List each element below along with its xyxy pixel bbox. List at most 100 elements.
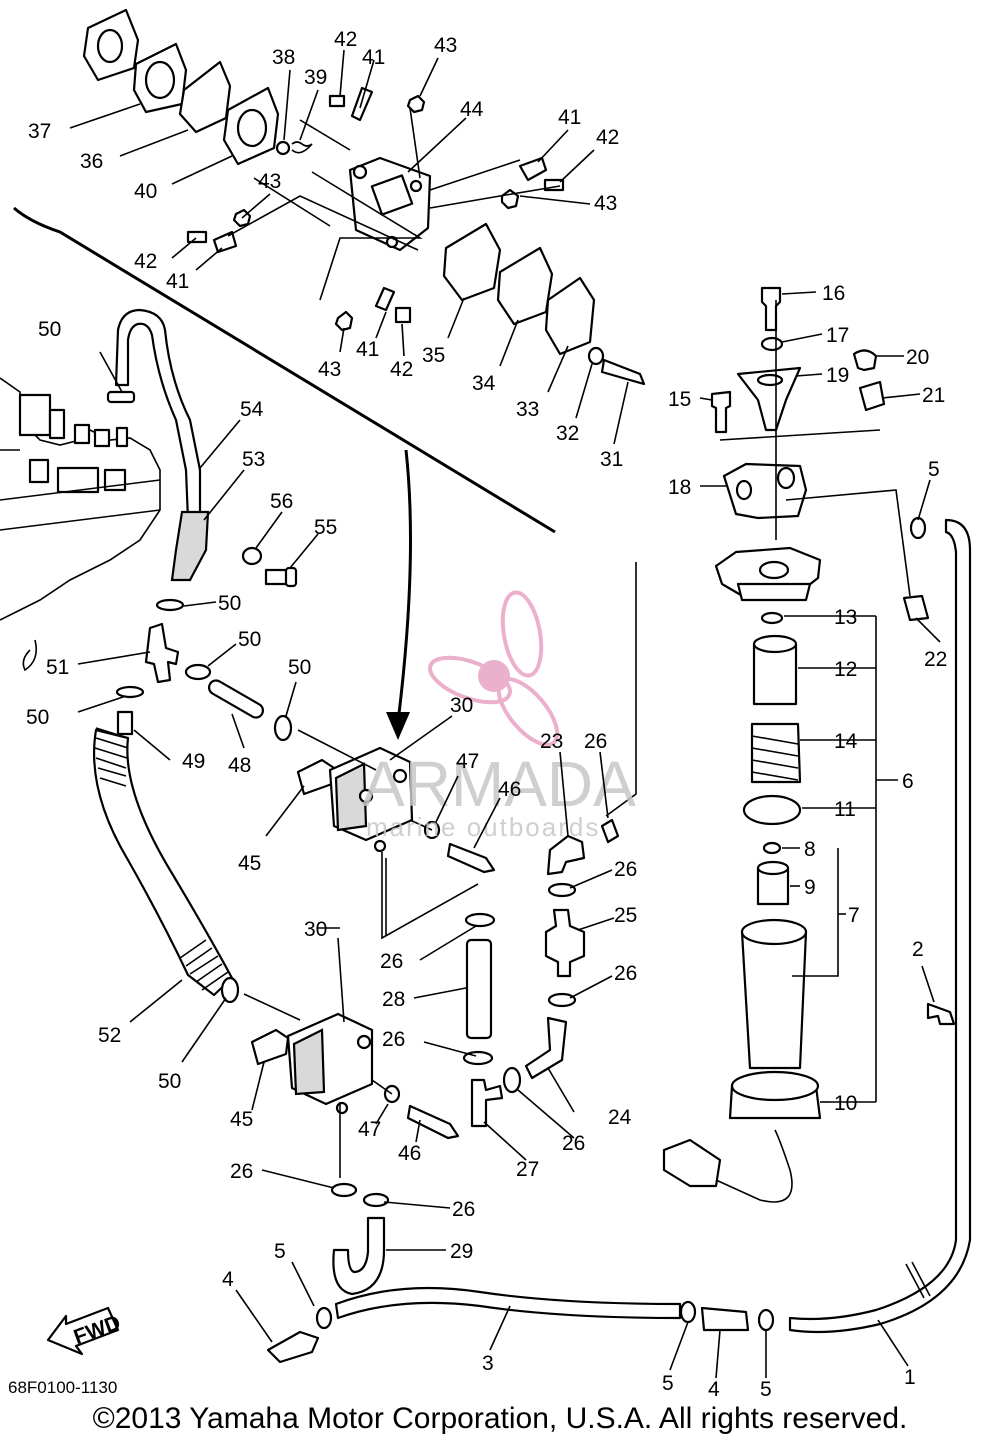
bolt-55 — [264, 566, 298, 588]
callout-42: 42 — [596, 126, 619, 149]
connector — [662, 1138, 722, 1188]
callout-23: 23 — [540, 730, 563, 753]
bolt-46-a — [446, 842, 496, 874]
pipe-48 — [207, 679, 265, 719]
clamp-26-g — [330, 1182, 358, 1198]
screw-31 — [600, 358, 646, 386]
callout-5: 5 — [928, 458, 940, 481]
callout-30: 30 — [304, 918, 327, 941]
callout-17: 17 — [826, 324, 849, 347]
diagram-code: 68F0100-1130 — [8, 1378, 118, 1397]
callout-11: 11 — [834, 798, 856, 821]
callout-43: 43 — [258, 170, 281, 193]
callout-45: 45 — [230, 1108, 253, 1131]
callout-10: 10 — [834, 1092, 857, 1115]
pump-cover-33 — [544, 276, 596, 356]
washer-56 — [241, 546, 263, 566]
callout-44: 44 — [460, 98, 484, 121]
callout-41: 41 — [558, 106, 581, 129]
callout-41: 41 — [166, 270, 189, 293]
screw-42-a — [328, 94, 346, 108]
clamp-26-f — [502, 1066, 522, 1094]
clamp-5-c — [679, 1300, 697, 1324]
callout-26: 26 — [614, 858, 637, 881]
callout-51: 51 — [46, 656, 69, 679]
transfer-arrow-shaft — [396, 449, 412, 723]
callout-49: 49 — [182, 750, 205, 773]
o-ring-11 — [742, 794, 802, 826]
bolt-15 — [710, 390, 732, 434]
hose-53 — [170, 510, 210, 582]
callout-19: 19 — [826, 364, 849, 387]
grommet-22 — [902, 594, 930, 622]
callout-35: 35 — [422, 344, 445, 367]
elbow-23 — [546, 834, 586, 876]
hose-1 — [788, 518, 972, 1334]
callout-50: 50 — [158, 1070, 181, 1093]
fitting-4-a — [266, 1330, 320, 1364]
hose-29 — [332, 1216, 386, 1296]
clamp-50-top — [106, 390, 136, 404]
clip-2 — [926, 1002, 956, 1026]
callout-50: 50 — [26, 706, 49, 729]
fuel-pump-30-low — [243, 993, 460, 1140]
callout-32: 32 — [556, 422, 579, 445]
copyright-notice: ©2013 Yamaha Motor Corporation, U.S.A. A… — [92, 1402, 908, 1435]
callout-42: 42 — [334, 28, 357, 51]
washer-17 — [760, 336, 784, 352]
screw-42-b — [543, 178, 565, 192]
callout-48: 48 — [228, 754, 251, 777]
bolt-16 — [760, 286, 782, 332]
clamp-50-b — [184, 663, 212, 681]
hose-49-corrugated — [94, 727, 129, 787]
callout-8: 8 — [804, 838, 816, 861]
elbow-24 — [524, 1016, 568, 1080]
callout-43: 43 — [594, 192, 617, 215]
callout-26: 26 — [614, 962, 637, 985]
callout-25: 25 — [614, 904, 637, 927]
clip-41-c — [212, 230, 238, 254]
hose-52-corrugated — [179, 939, 229, 991]
callout-24: 24 — [608, 1106, 632, 1129]
callout-28: 28 — [382, 988, 405, 1011]
watermark-tagline: marine outboards — [366, 812, 600, 842]
callouts: 1 2 3 4 4 5 5 5 5 6 7 8 9 10 11 12 13 14… — [26, 28, 947, 1401]
callout-41: 41 — [356, 338, 379, 361]
callout-36: 36 — [80, 150, 103, 173]
hose-1-marks — [905, 1261, 931, 1299]
callout-4: 4 — [708, 1378, 720, 1401]
callout-26: 26 — [452, 1198, 475, 1221]
fuel-pump-30-mid — [296, 729, 496, 940]
callout-5: 5 — [662, 1372, 674, 1395]
gasket-40 — [178, 60, 232, 134]
watermark: ARMADA marine outboards — [362, 590, 636, 842]
callout-42: 42 — [134, 250, 157, 273]
callout-26: 26 — [562, 1132, 585, 1155]
callout-21: 21 — [922, 384, 945, 407]
clamp-50-c — [115, 685, 145, 699]
callout-5: 5 — [274, 1240, 286, 1263]
engine-block-outline — [0, 377, 161, 672]
callout-53: 53 — [242, 448, 265, 471]
filter-25 — [544, 908, 586, 978]
callout-42: 42 — [390, 358, 413, 381]
clamp-26-a — [464, 912, 496, 928]
spring-39 — [291, 141, 313, 154]
clamp-26-d — [547, 882, 577, 898]
section-divider-line — [13, 206, 556, 534]
clip-26-c — [600, 818, 620, 844]
callout-34: 34 — [472, 372, 496, 395]
callout-50: 50 — [238, 628, 261, 651]
screw-42-c — [186, 230, 208, 244]
fitting-4-b — [700, 1306, 750, 1332]
grommet-20 — [852, 349, 878, 372]
callout-29: 29 — [450, 1240, 473, 1263]
callout-43: 43 — [318, 358, 341, 381]
callout-31: 31 — [600, 448, 623, 471]
clamp-26-e — [547, 992, 577, 1008]
clamp-50-e — [220, 976, 240, 1004]
pipe-28 — [465, 938, 493, 1040]
screw-42-d — [394, 306, 412, 324]
callout-50: 50 — [288, 656, 311, 679]
